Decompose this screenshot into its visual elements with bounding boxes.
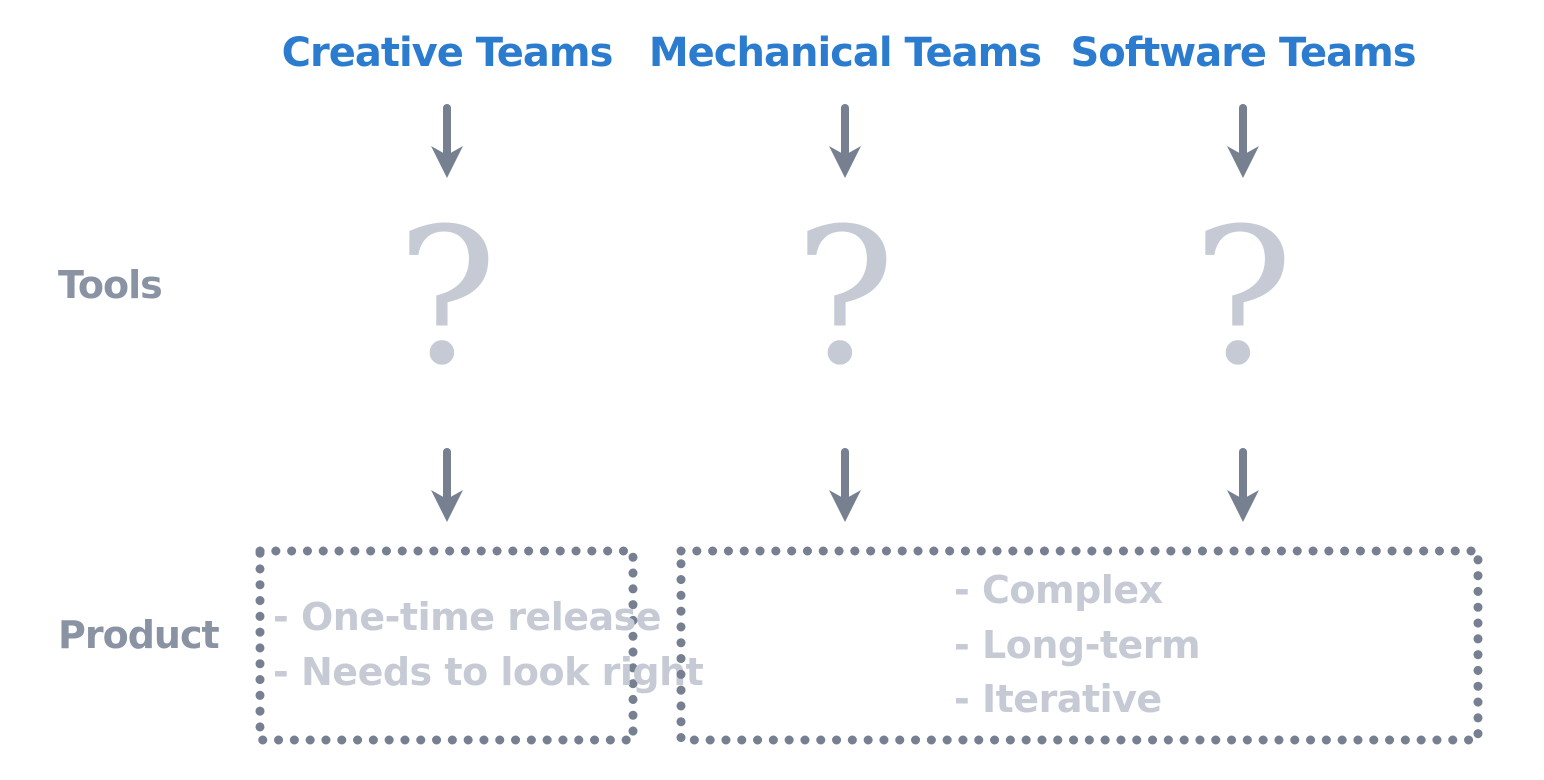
down-arrow-icon [1227,104,1259,178]
dotted-border [676,546,1483,745]
product-box-engineering: - Complex - Long-term - Iterative [676,546,1483,745]
product-trait: - One-time release [273,595,662,640]
column-header-creative-teams: Creative Teams [281,30,614,76]
dotted-border [255,546,638,745]
down-arrow-icon [829,104,861,178]
product-box-creative: - One-time release - Needs to look right [255,546,704,745]
down-arrow-icon [829,448,861,522]
down-arrow-icon [431,448,463,522]
column-header-mechanical-teams: Mechanical Teams [648,30,1042,76]
question-mark: ? [1192,188,1294,407]
question-mark: ? [794,188,896,407]
question-mark: ? [396,188,498,407]
product-trait: - Iterative [954,677,1162,722]
down-arrow-icon [1227,448,1259,522]
column-header-software-teams: Software Teams [1070,30,1416,76]
row-label-product: Product [58,613,220,657]
product-trait: - Complex [954,568,1163,613]
product-trait: - Long-term [954,622,1201,667]
down-arrow-icon [431,104,463,178]
row-label-tools: Tools [58,263,163,307]
product-trait: - Needs to look right [273,650,704,694]
